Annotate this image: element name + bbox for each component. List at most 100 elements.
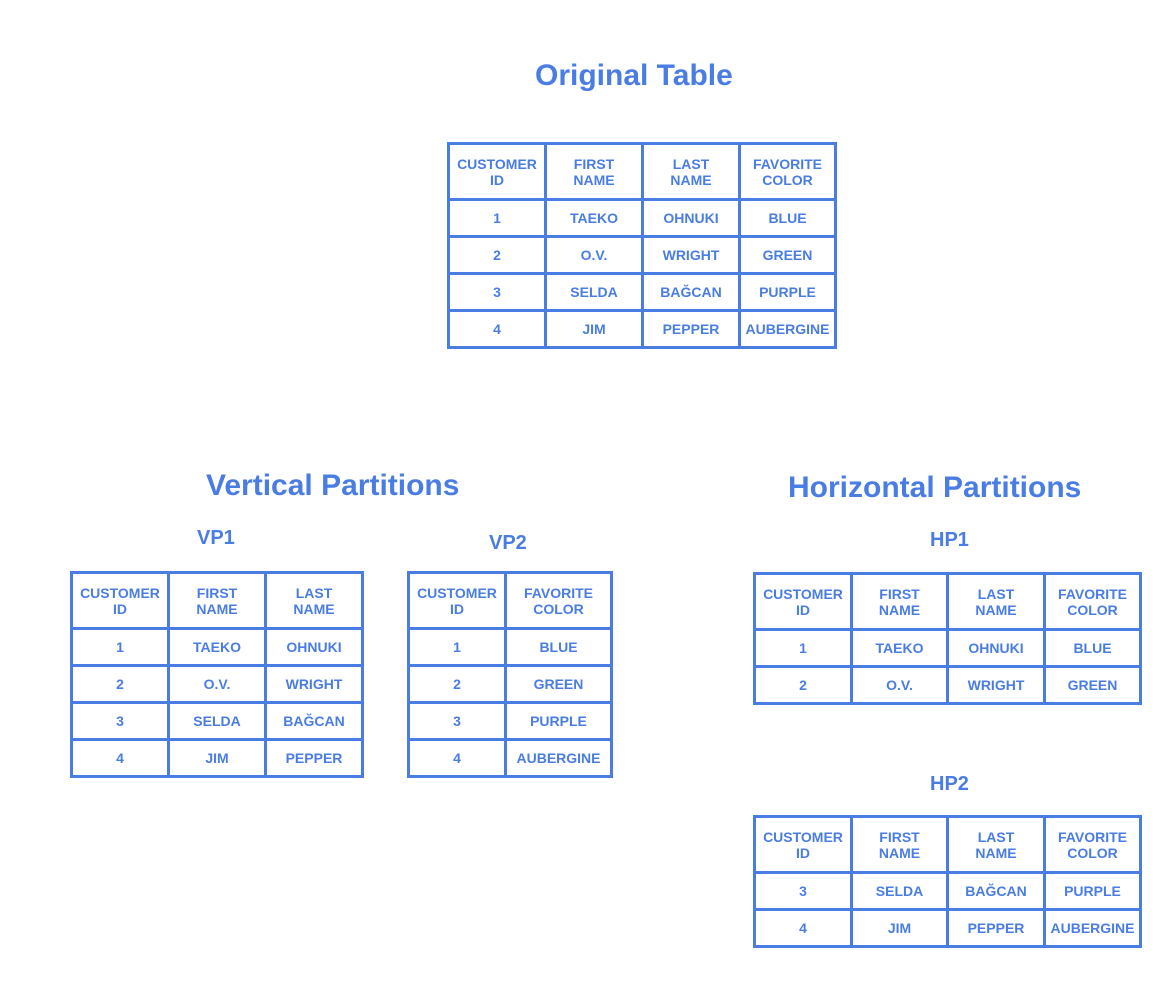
- table-cell: PURPLE: [738, 272, 837, 312]
- column-header: CUSTOMER ID: [753, 572, 853, 631]
- table-cell: PEPPER: [264, 738, 364, 778]
- column-header-label: FIRST NAME: [878, 585, 921, 618]
- table-cell: AUBERGINE: [738, 309, 837, 349]
- column-header: FIRST NAME: [167, 571, 267, 630]
- table-cell: O.V.: [850, 665, 949, 705]
- hp2-table: CUSTOMER ID FIRST NAME LAST NAME FAVORITE C…: [753, 815, 1142, 948]
- table-cell: TAEKO: [850, 628, 949, 668]
- table-cell: 1: [447, 198, 547, 238]
- column-header-label: FIRST NAME: [573, 155, 615, 188]
- table-cell: GREEN: [1043, 665, 1142, 705]
- table-cell: BLUE: [738, 198, 837, 238]
- column-header-label: LAST NAME: [975, 585, 1017, 618]
- table-cell: TAEKO: [167, 627, 267, 667]
- column-header: LAST NAME: [264, 571, 364, 630]
- column-header-label: LAST NAME: [670, 155, 712, 188]
- column-header: LAST NAME: [946, 815, 1046, 874]
- table-cell: OHNUKI: [641, 198, 741, 238]
- column-header: FAVORITE COLOR: [1043, 815, 1142, 874]
- table-cell: 1: [753, 628, 853, 668]
- hp1-table: CUSTOMER ID FIRST NAME LAST NAME FAVORITE C…: [753, 572, 1142, 705]
- table-cell: 2: [447, 235, 547, 275]
- hp2-label: HP2: [930, 773, 969, 795]
- table-cell: BAĞCAN: [641, 272, 741, 312]
- table-cell: AUBERGINE: [504, 738, 613, 778]
- table-cell: GREEN: [738, 235, 837, 275]
- table-cell: 3: [70, 701, 170, 741]
- table-header-row: CUSTOMER ID FIRST NAME LAST NAME FAVORITE C…: [753, 815, 1142, 874]
- table-cell: OHNUKI: [264, 627, 364, 667]
- table-cell: SELDA: [167, 701, 267, 741]
- column-header-label: CUSTOMER ID: [763, 828, 843, 861]
- table-cell: 4: [753, 908, 853, 948]
- table-cell: BAĞCAN: [264, 701, 364, 741]
- column-header-label: FAVORITE COLOR: [524, 584, 593, 617]
- column-header-label: LAST NAME: [293, 584, 335, 617]
- column-header: FAVORITE COLOR: [738, 142, 837, 201]
- table-cell: JIM: [544, 309, 644, 349]
- column-header-label: CUSTOMER ID: [417, 584, 497, 617]
- column-header-label: LAST NAME: [975, 828, 1017, 861]
- table-header-row: CUSTOMER ID FIRST NAME LAST NAME FAVORITE C…: [447, 142, 837, 201]
- column-header: LAST NAME: [946, 572, 1046, 631]
- table-cell: 1: [70, 627, 170, 667]
- table-header-row: CUSTOMER ID FIRST NAME LAST NAME: [70, 571, 364, 630]
- column-header: FIRST NAME: [544, 142, 644, 201]
- table-cell: 1: [407, 627, 507, 667]
- column-header: CUSTOMER ID: [407, 571, 507, 630]
- original-table: CUSTOMER ID FIRST NAME LAST NAME FAVORITE C…: [447, 142, 837, 349]
- table-cell: 4: [407, 738, 507, 778]
- original-table-title: Original Table: [535, 59, 733, 92]
- table-cell: O.V.: [167, 664, 267, 704]
- table-cell: BLUE: [1043, 628, 1142, 668]
- table-cell: 2: [70, 664, 170, 704]
- table-cell: 2: [753, 665, 853, 705]
- hp1-label: HP1: [930, 529, 969, 551]
- column-header-label: CUSTOMER ID: [763, 585, 843, 618]
- column-header-label: FIRST NAME: [878, 828, 921, 861]
- table-cell: PURPLE: [504, 701, 613, 741]
- column-header: FIRST NAME: [850, 572, 949, 631]
- table-cell: AUBERGINE: [1043, 908, 1142, 948]
- table-cell: JIM: [850, 908, 949, 948]
- column-header: CUSTOMER ID: [753, 815, 853, 874]
- column-header: FAVORITE COLOR: [1043, 572, 1142, 631]
- column-header: LAST NAME: [641, 142, 741, 201]
- column-header-label: CUSTOMER ID: [80, 584, 160, 617]
- table-cell: 3: [447, 272, 547, 312]
- column-header-label: FAVORITE COLOR: [753, 155, 822, 188]
- table-cell: 3: [407, 701, 507, 741]
- table-cell: BAĞCAN: [946, 871, 1046, 911]
- column-header-label: CUSTOMER ID: [457, 155, 537, 188]
- table-header-row: CUSTOMER ID FAVORITE COLOR: [407, 571, 613, 630]
- table-cell: 3: [753, 871, 853, 911]
- column-header-label: FIRST NAME: [196, 584, 238, 617]
- column-header: CUSTOMER ID: [447, 142, 547, 201]
- table-cell: SELDA: [544, 272, 644, 312]
- table-cell: GREEN: [504, 664, 613, 704]
- table-cell: 2: [407, 664, 507, 704]
- table-cell: OHNUKI: [946, 628, 1046, 668]
- table-cell: PEPPER: [946, 908, 1046, 948]
- horizontal-partitions-title: Horizontal Partitions: [788, 471, 1082, 504]
- table-header-row: CUSTOMER ID FIRST NAME LAST NAME FAVORITE C…: [753, 572, 1142, 631]
- table-cell: 4: [447, 309, 547, 349]
- table-cell: JIM: [167, 738, 267, 778]
- table-cell: PEPPER: [641, 309, 741, 349]
